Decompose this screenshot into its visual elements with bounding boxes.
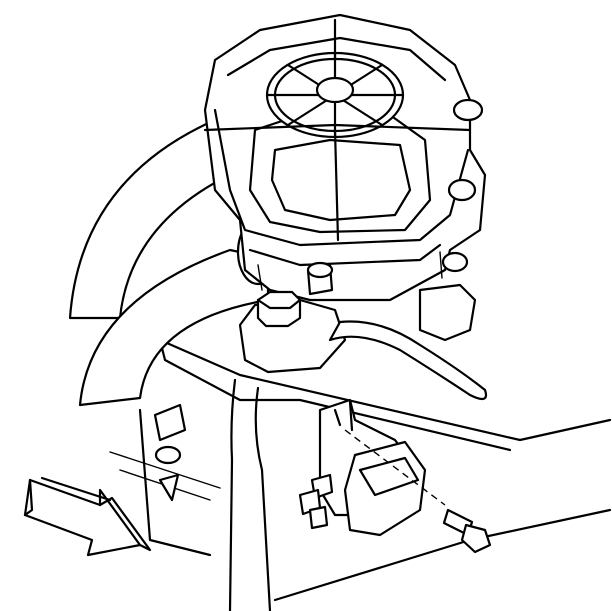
filter-cover-wheel (203, 18, 472, 242)
pump-side-bolts (306, 98, 484, 296)
bracket-stud (153, 403, 187, 502)
vent-hose (328, 320, 488, 401)
mounting-frame (109, 338, 612, 611)
mounting-nut (238, 283, 477, 374)
fastener-bolt (344, 429, 492, 554)
arrow-icon (23, 476, 152, 557)
valve-solenoid (298, 398, 427, 537)
